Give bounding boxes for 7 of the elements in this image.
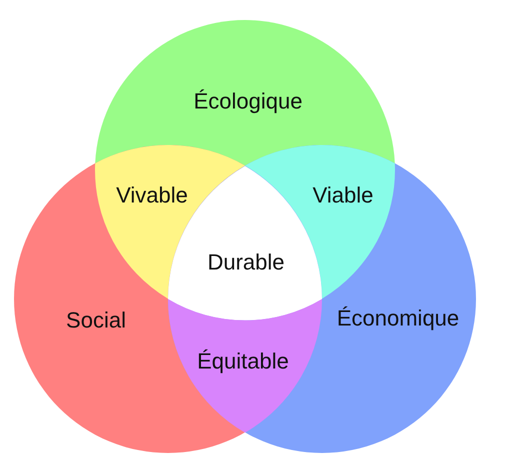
set-label: Écologique [194,88,302,114]
overlap-label: Durable [207,249,285,275]
overlap-label: Viable [312,182,374,208]
overlap-label: Équitable [197,348,289,374]
set-label: Économique [336,305,460,331]
overlap-label: Vivable [116,182,188,208]
set-label: Social [66,307,126,333]
